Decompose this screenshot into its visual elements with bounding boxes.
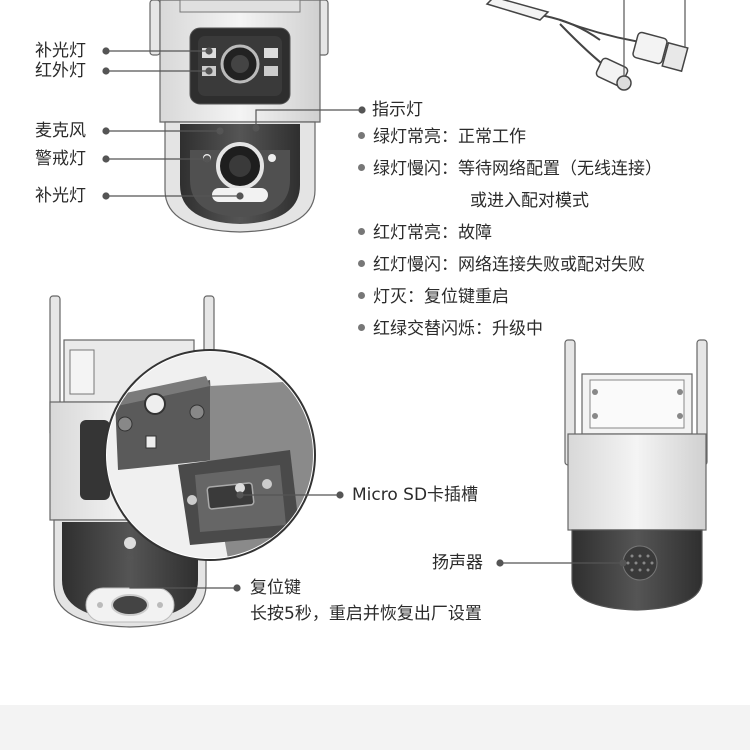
indicator-item: 红绿交替闪烁：升级中 — [358, 319, 543, 339]
power-network-cable — [485, 0, 689, 91]
bullet-icon — [358, 131, 365, 139]
indicator-item: 红灯常亮：故障 — [358, 223, 492, 243]
bullet-icon — [358, 227, 365, 235]
indicator-item: 绿灯慢闪：等待网络配置（无线连接） — [358, 159, 662, 179]
camera-front-view — [149, 0, 329, 233]
indicator-item: 灯灭：复位键重启 — [358, 287, 509, 307]
footer-band — [0, 705, 750, 750]
camera-back-leaders — [496, 559, 627, 567]
indicator-item-cont: 或进入配对模式 — [470, 191, 589, 211]
sd-slot-zoom — [104, 349, 316, 561]
label-speaker: 扬声器 — [432, 553, 483, 573]
label-fill-light-top: 补光灯 — [35, 41, 86, 61]
indicator-title: 指示灯 — [372, 100, 423, 120]
label-sd-slot: Micro SD卡插槽 — [352, 485, 479, 505]
bullet-icon — [358, 259, 365, 267]
label-alarm-light: 警戒灯 — [35, 149, 86, 169]
camera-side-leaders — [126, 491, 344, 592]
camera-back-view — [564, 339, 708, 611]
label-reset-desc: 长按5秒，重启并恢复出厂设置 — [250, 604, 482, 624]
bullet-icon — [358, 291, 365, 299]
label-reset-button: 复位键 — [250, 578, 301, 598]
label-ir-light: 红外灯 — [35, 61, 86, 81]
indicator-item: 绿灯常亮：正常工作 — [358, 127, 526, 147]
label-microphone: 麦克风 — [35, 121, 86, 141]
bullet-icon — [358, 323, 365, 331]
camera-front-leaders — [102, 47, 366, 200]
bullet-icon — [358, 163, 365, 171]
indicator-item: 红灯慢闪：网络连接失败或配对失败 — [358, 255, 645, 275]
label-fill-light-bottom: 补光灯 — [35, 186, 86, 206]
